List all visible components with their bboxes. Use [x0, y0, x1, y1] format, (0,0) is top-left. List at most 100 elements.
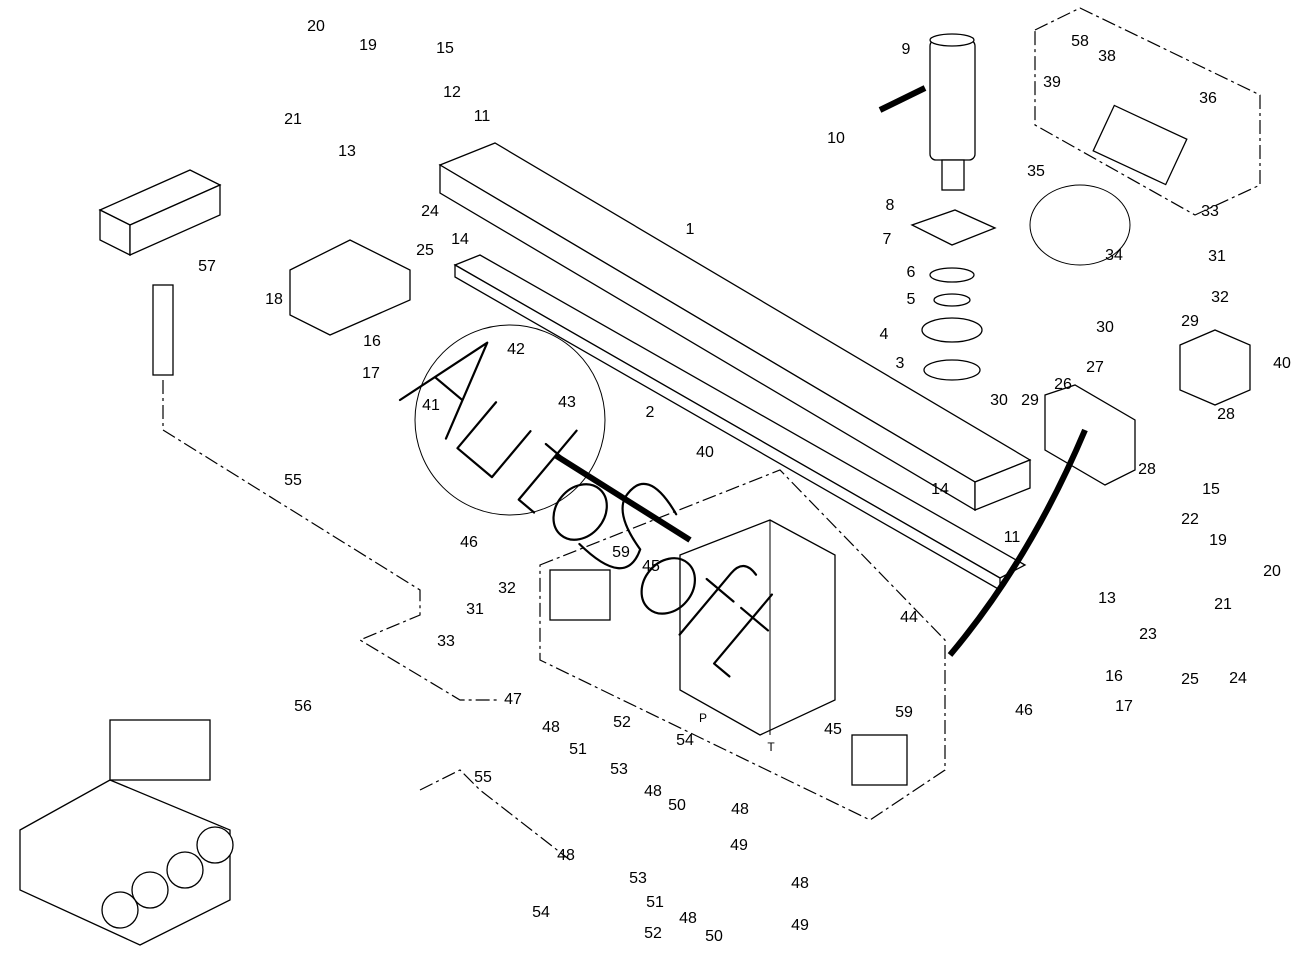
manifold-block	[679, 519, 836, 736]
callout: 3	[896, 355, 905, 372]
callout: 33	[1201, 203, 1219, 220]
callout: 53	[629, 870, 647, 887]
callout: 13	[1098, 590, 1116, 607]
callout: 17	[362, 365, 380, 382]
callout: 41	[422, 397, 440, 414]
callout: 16	[363, 333, 381, 350]
cover-part-40	[1179, 329, 1251, 406]
arrow-pointer-2	[947, 428, 1088, 657]
callout: 1	[686, 221, 695, 238]
callout: 20	[1263, 563, 1281, 580]
callout: 46	[1015, 702, 1033, 719]
callout: 11	[474, 108, 491, 125]
callout: 25	[416, 242, 434, 259]
port-label-p: P	[699, 711, 707, 725]
callout: 29	[1181, 313, 1199, 330]
junction-box-part-36	[1092, 104, 1188, 186]
main-rail-part-1	[438, 142, 1032, 512]
callout: 43	[558, 394, 576, 411]
callout: 45	[642, 558, 660, 575]
callout: 29	[1021, 392, 1039, 409]
hose-line-55	[162, 380, 500, 701]
callout: 32	[1211, 289, 1229, 306]
callout: 5	[907, 291, 916, 308]
callout: 16	[1105, 668, 1123, 685]
callout: 22	[1181, 511, 1199, 528]
callout: 44	[900, 609, 918, 626]
callout: 15	[436, 40, 454, 57]
callout: 38	[1098, 48, 1116, 65]
callout: 11	[1004, 529, 1021, 546]
callout: 28	[1138, 461, 1156, 478]
callout: 17	[1115, 698, 1133, 715]
callout: 7	[883, 231, 892, 248]
callout: 52	[613, 714, 631, 731]
wear-strip-part-2	[453, 254, 1027, 592]
callout: 49	[791, 917, 809, 934]
callout: 58	[1071, 33, 1089, 50]
callout: 24	[1229, 670, 1247, 687]
detail-circle	[414, 324, 606, 516]
distributor-block-part-57	[98, 169, 222, 376]
callout: 48	[644, 783, 662, 800]
callout: 32	[498, 580, 516, 597]
callout: 53	[610, 761, 628, 778]
callout: 6	[907, 264, 916, 281]
callout: 48	[542, 719, 560, 736]
callout: 21	[284, 111, 302, 128]
callout: 20	[307, 18, 325, 35]
callout: 48	[731, 801, 749, 818]
port-label-t: T	[767, 740, 775, 754]
callout: 48	[679, 910, 697, 927]
callout: 23	[1139, 626, 1157, 643]
detail-box-36	[1034, 7, 1261, 216]
callout: 51	[569, 741, 587, 758]
callout: 54	[676, 732, 694, 749]
cable-part-35	[1029, 184, 1131, 266]
callout: 33	[437, 633, 455, 650]
callout: 54	[532, 904, 550, 921]
callout: 49	[730, 837, 748, 854]
solenoid-part-59	[549, 569, 611, 621]
callout: 48	[791, 875, 809, 892]
callout: 55	[474, 769, 492, 786]
callout: 56	[294, 698, 312, 715]
column-part-9	[910, 33, 997, 381]
callout: 50	[668, 797, 686, 814]
callout: 45	[824, 721, 842, 738]
arrow-pointer-3	[878, 85, 927, 113]
callout: 13	[338, 143, 356, 160]
callout: 24	[421, 203, 439, 220]
callout: 30	[990, 392, 1008, 409]
callout: 36	[1199, 90, 1217, 107]
callout: 31	[1208, 248, 1226, 265]
callout: 35	[1027, 163, 1045, 180]
callout: 14	[451, 231, 469, 248]
callout: 26	[1054, 376, 1072, 393]
valve-bank	[19, 719, 234, 946]
callout: 48	[557, 847, 575, 864]
callout: 28	[1217, 406, 1235, 423]
callout: 39	[1043, 74, 1061, 91]
callout: 51	[646, 894, 664, 911]
callout: 27	[1086, 359, 1104, 376]
callout: 25	[1181, 671, 1199, 688]
callout: 10	[827, 130, 845, 147]
callout: 42	[507, 341, 525, 358]
callout: 18	[265, 291, 283, 308]
callout: 55	[284, 472, 302, 489]
callout: 50	[705, 928, 723, 945]
callout: 12	[443, 84, 461, 101]
callout: 14	[931, 481, 949, 498]
plate-part-26	[1044, 384, 1136, 486]
callout: 31	[466, 601, 484, 618]
callout: 59	[895, 704, 913, 721]
callout: 57	[198, 258, 216, 275]
bracket-part-18	[289, 239, 411, 336]
callout: 19	[1209, 532, 1227, 549]
hose-line-55b	[419, 769, 571, 861]
valve-box-40	[539, 469, 946, 821]
solenoid-part-59b	[851, 734, 908, 786]
callout: 4	[880, 326, 889, 343]
callout: 59	[612, 544, 630, 561]
